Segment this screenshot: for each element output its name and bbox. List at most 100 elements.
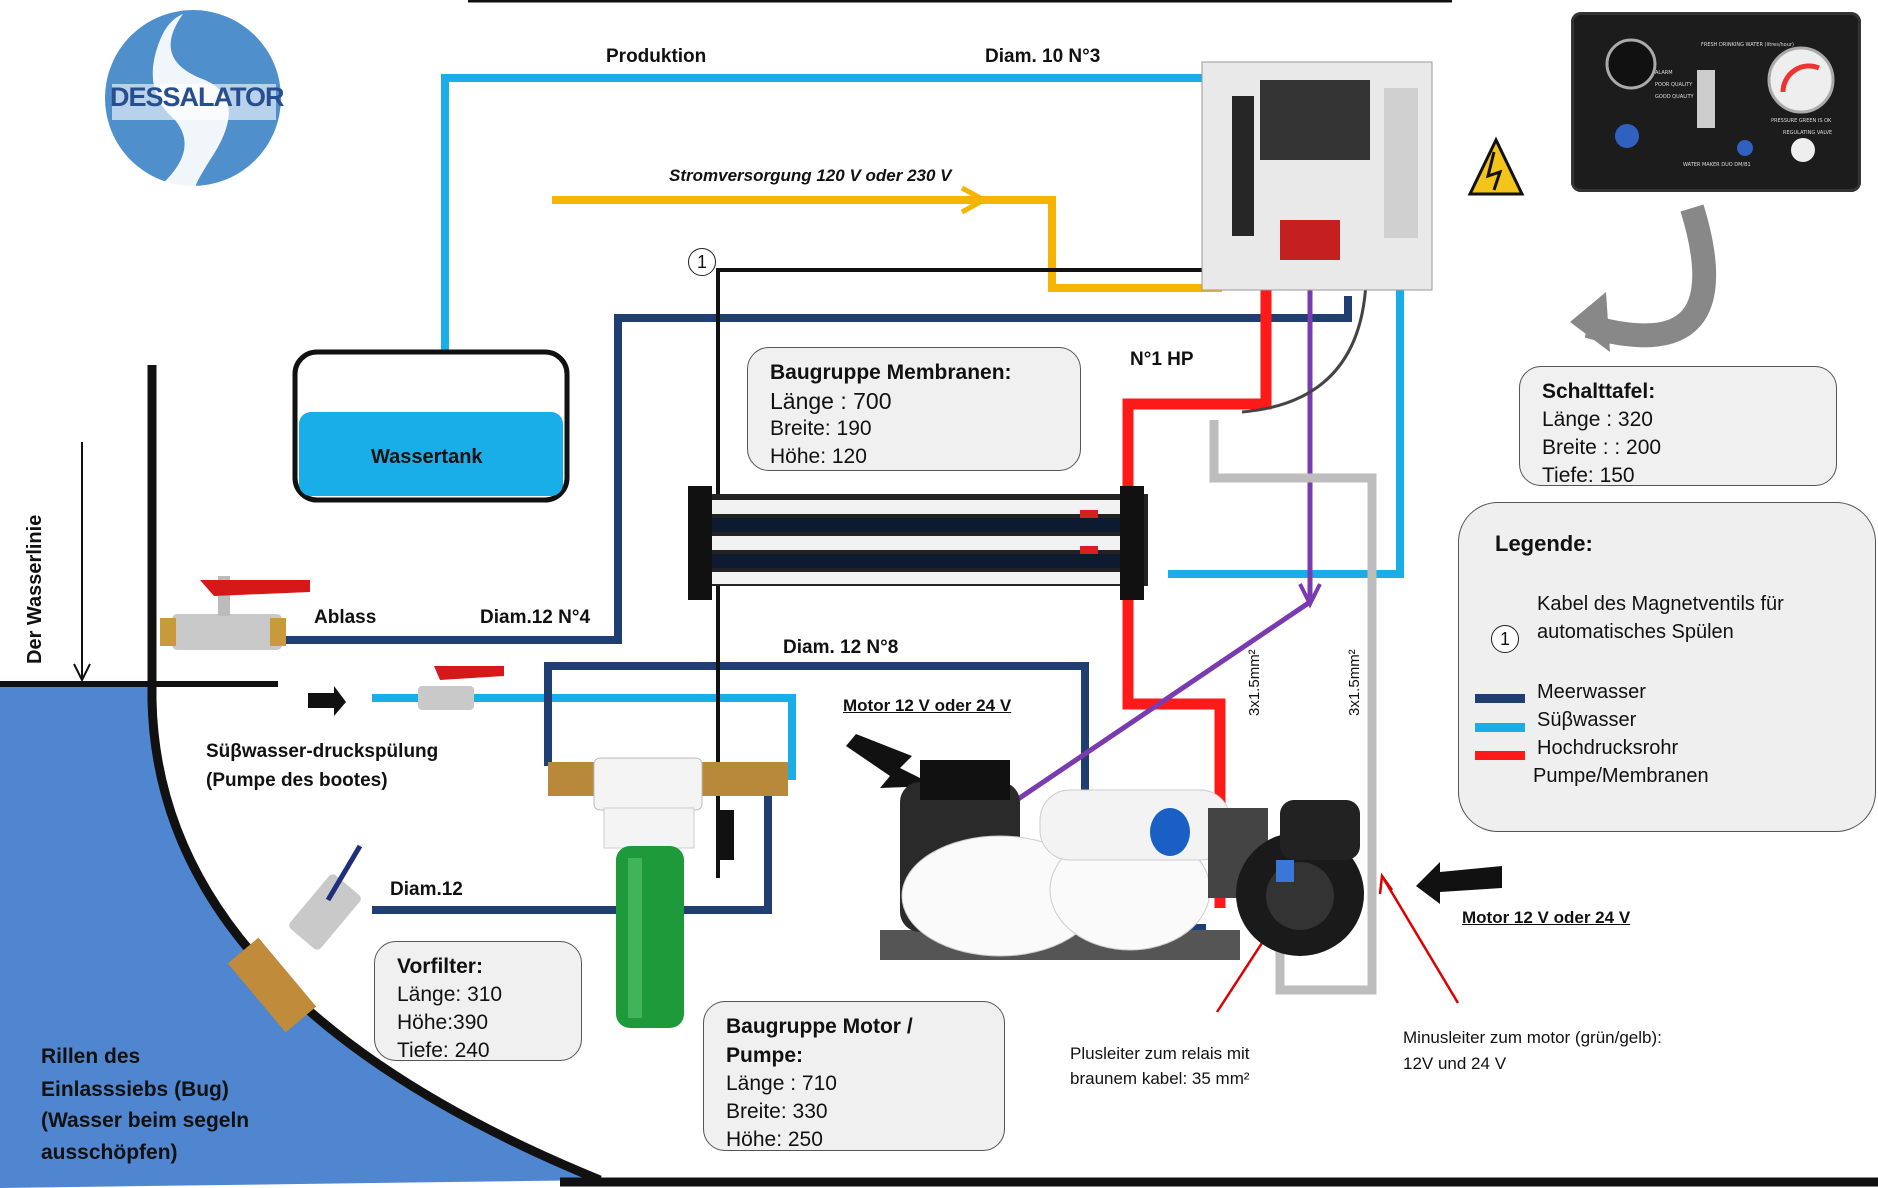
membranes-assembly xyxy=(688,486,1148,600)
prefilter-info-box: Vorfilter: Länge: 310 Höhe:390 Tiefe: 24… xyxy=(374,941,582,1062)
flow-meter xyxy=(1697,70,1715,128)
motor-height: Höhe: 250 xyxy=(726,1128,823,1151)
pipe-production xyxy=(441,74,1312,352)
intake-valve xyxy=(227,844,363,1033)
legend-solenoid-marker: 1 xyxy=(1491,625,1519,653)
label-diam12-n4: Diam.12 N°4 xyxy=(480,607,591,628)
label-diam12-n8: Diam. 12 N°8 xyxy=(783,637,899,658)
wire-gray xyxy=(1209,420,1377,995)
legend-solenoid-2: automatisches Spülen xyxy=(1537,621,1734,643)
label-diam10: Diam. 10 N°3 xyxy=(985,46,1101,67)
dessalator-logo xyxy=(105,10,281,186)
flush-label-2: (Pumpe des bootes) xyxy=(206,770,388,791)
minus-note-1: Minusleiter zum motor (grün/gelb): xyxy=(1403,1028,1662,1047)
panel-poor-text: POOR QUALITY xyxy=(1655,82,1693,88)
regulating-valve-icon xyxy=(1791,138,1815,162)
intake-text-4: ausschöpfen) xyxy=(41,1141,178,1164)
label-diam12: Diam.12 xyxy=(390,879,463,900)
label-ablass: Ablass xyxy=(314,607,377,628)
legend-freshwater-swatch xyxy=(1475,723,1525,732)
sea-water xyxy=(0,686,600,1188)
motor-length: Länge : 710 xyxy=(726,1072,837,1095)
flush-valve xyxy=(418,666,504,710)
prefilter-length: Länge: 310 xyxy=(397,983,503,1006)
label-wire-1: 3x1.5mm² xyxy=(1246,649,1263,716)
plus-note-2: braunem kabel: 35 mm² xyxy=(1070,1069,1250,1088)
wire-solenoid xyxy=(716,268,1222,878)
motor-right-arrow xyxy=(1416,862,1502,904)
motor-pump-unit xyxy=(880,760,1364,960)
waterline-label: Der Wasserlinie xyxy=(24,514,46,664)
legend-solenoid-1: Kabel des Magnetventils für xyxy=(1537,593,1784,615)
prefilter-height: Höhe:390 xyxy=(397,1011,489,1034)
waterline-arrow-head xyxy=(73,663,91,683)
legend-box: Legende: 1 Kabel des Magnetventils für a… xyxy=(1458,502,1876,832)
pipe-intake xyxy=(372,782,772,914)
membranes-info-box: Baugruppe Membranen: Länge : 700 Breite:… xyxy=(747,347,1081,471)
minus-pointer-arrow xyxy=(1380,875,1460,1004)
signal-arrow xyxy=(1298,583,1322,609)
label-wire-2: 3x1.5mm² xyxy=(1346,649,1363,716)
switch-icon xyxy=(1615,124,1639,148)
membranes-length: Länge : 700 xyxy=(770,388,892,414)
warning-icon xyxy=(1467,136,1525,196)
panel-footer-text: WATER MAKER DUO DM/B1 xyxy=(1683,162,1751,168)
logo-text: DESSALATOR xyxy=(110,82,285,112)
prefilter-depth: Tiefe: 240 xyxy=(397,1039,490,1062)
legend-high-pressure-swatch xyxy=(1475,751,1525,760)
flush-label-1: Süβwasser-druckspülung xyxy=(206,741,439,762)
legend-seawater-swatch xyxy=(1475,694,1525,703)
legend-high-pressure: Hochdrucksrohr xyxy=(1537,737,1679,759)
panel-title: Schalttafel: xyxy=(1542,380,1656,403)
intake-text-3: (Wasser beim segeln xyxy=(41,1109,250,1132)
power-arrow xyxy=(960,185,990,215)
pressure-gauge-icon xyxy=(1767,46,1835,114)
panel-alarm-text: ALARM xyxy=(1655,70,1673,76)
motor-info-box: Baugruppe Motor / Pumpe: Länge : 710 Bre… xyxy=(703,1001,1005,1151)
prefilter-unit xyxy=(548,757,788,1028)
flush-arrow xyxy=(308,686,346,716)
pipe-power xyxy=(552,196,1222,292)
minus-note-2: 12V und 24 V xyxy=(1403,1054,1507,1073)
wire-dark-cable xyxy=(1241,281,1368,414)
solenoid-marker: 1 xyxy=(688,248,716,276)
motor-width: Breite: 330 xyxy=(726,1100,828,1123)
control-panel: FRESH DRINKING WATER (litres/hour) ALARM… xyxy=(1571,12,1861,192)
panel-info-box: Schalttafel: Länge : 320 Breite : : 200 … xyxy=(1519,366,1837,487)
motor-title-1: Baugruppe Motor / xyxy=(726,1015,913,1038)
drain-valve xyxy=(160,576,310,650)
panel-width: Breite : : 200 xyxy=(1542,436,1662,459)
relay-box xyxy=(1201,61,1525,291)
panel-length: Länge : 320 xyxy=(1542,408,1653,431)
prefilter-title: Vorfilter: xyxy=(397,955,483,978)
pipe-membrane-return xyxy=(1168,246,1404,578)
panel-depth: Tiefe: 150 xyxy=(1542,464,1635,487)
panel-valve-text: REGULATING VALVE xyxy=(1783,130,1833,136)
motor-title-2: Pumpe: xyxy=(726,1044,804,1067)
intake-text-1: Rillen des xyxy=(41,1045,141,1068)
membranes-title: Baugruppe Membranen: xyxy=(770,361,1012,384)
panel-curve-arrow xyxy=(1584,204,1717,348)
tank-label: Wassertank xyxy=(371,446,483,468)
panel-good-text: GOOD QUALITY xyxy=(1655,94,1694,100)
label-produktion: Produktion xyxy=(606,46,707,67)
motor-left-arrow xyxy=(846,734,936,788)
pipe-freshwater-flush xyxy=(372,694,796,780)
plus-note-1: Plusleiter zum relais mit xyxy=(1070,1044,1250,1063)
motor-label-left: Motor 12 V oder 24 V xyxy=(843,696,1012,715)
legend-pump-membranes: Pumpe/Membranen xyxy=(1533,765,1709,787)
motor-label-right: Motor 12 V oder 24 V xyxy=(1462,908,1631,927)
intake-text-2: Einlasssiebs (Bug) xyxy=(41,1078,229,1101)
hour-meter-icon xyxy=(1605,38,1657,90)
pipe-drain xyxy=(282,296,1352,644)
legend-title: Legende: xyxy=(1495,531,1593,556)
panel-gauge-text: PRESSURE GREEN IS OK xyxy=(1771,118,1832,124)
legend-freshwater: Süβwasser xyxy=(1537,709,1637,731)
label-hp: N°1 HP xyxy=(1130,349,1194,370)
panel-fresh-water-text: FRESH DRINKING WATER (litres/hour) xyxy=(1701,42,1794,48)
membranes-height: Höhe: 120 xyxy=(770,445,867,468)
label-power: Stromversorgung 120 V oder 230 V xyxy=(669,166,952,185)
membranes-width: Breite: 190 xyxy=(770,417,872,440)
